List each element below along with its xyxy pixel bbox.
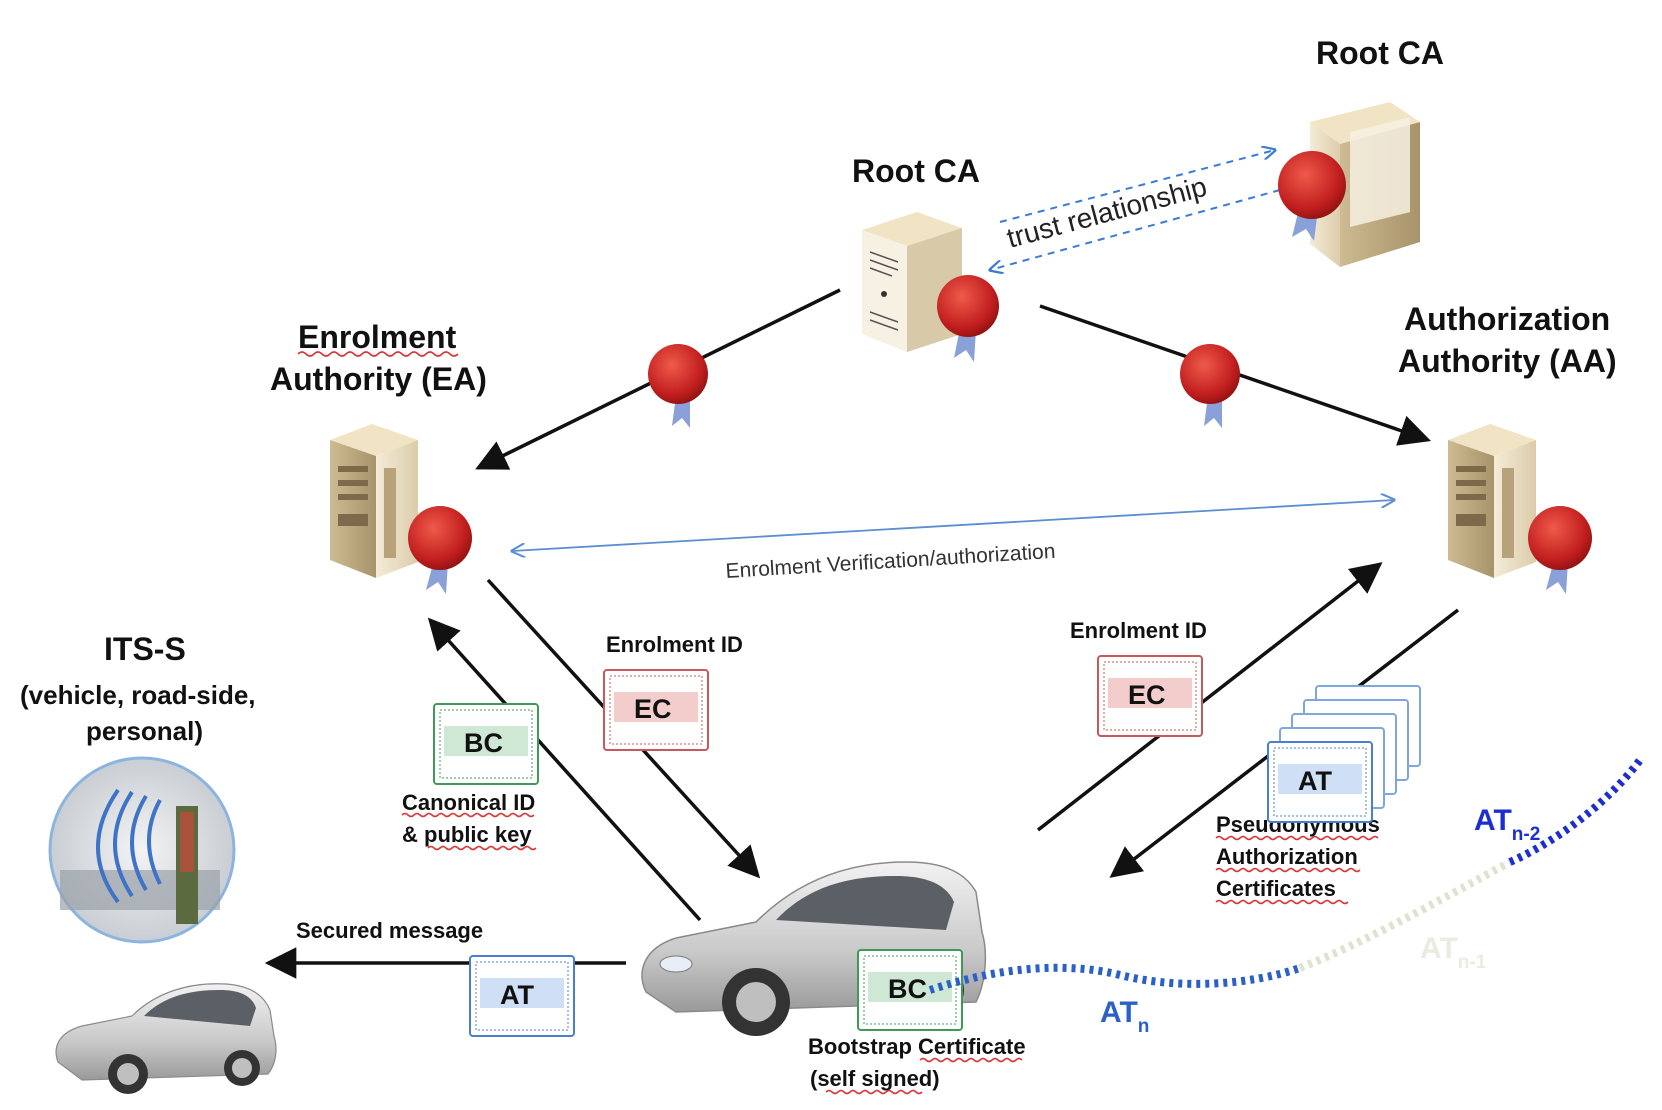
ec-certificate-left-text: EC <box>634 694 672 724</box>
trust-relationship-label: trust relationship <box>1004 171 1210 254</box>
arrow-car-to-ea <box>427 617 702 922</box>
root-ca-top-label: Root CA <box>1316 35 1444 71</box>
roadside-unit-icon <box>48 756 236 944</box>
bc-bootstrap-certificate-icon: BC <box>857 949 963 1031</box>
enrolment-id-left-label: Enrolment ID <box>606 632 743 657</box>
ea-label-line1: Enrolment <box>298 319 457 355</box>
seal-icon <box>937 275 999 362</box>
its-label-line2: (vehicle, road-side, <box>20 680 256 710</box>
root-ca-center-label: Root CA <box>852 153 980 189</box>
ec-certificate-right-text: EC <box>1128 680 1166 710</box>
arrow-trust-lower <box>990 189 1281 270</box>
secured-message-label: Secured message <box>296 918 483 943</box>
enrolment-id-right-label: Enrolment ID <box>1070 618 1207 643</box>
seal-icon <box>1528 506 1592 594</box>
seal-icon <box>648 344 708 428</box>
aa-label-line1: Authorization <box>1404 301 1610 337</box>
car-icon <box>55 983 277 1094</box>
arrow-verification <box>512 500 1394 551</box>
at-n2-label: ATn-2 <box>1474 804 1540 845</box>
at-n-label: ATn <box>1100 996 1149 1037</box>
bc-bootstrap-certificate-text: BC <box>888 974 927 1004</box>
seal-icon <box>1180 344 1240 428</box>
aa-label-line2: Authority (AA) <box>1398 343 1617 379</box>
ec-certificate-left-icon: EC <box>603 669 709 751</box>
arrow-trust-upper <box>999 150 1275 223</box>
ea-label-line2: Authority (EA) <box>270 361 487 397</box>
its-label-line1: ITS-S <box>104 631 186 667</box>
aa-server-icon <box>1448 424 1536 578</box>
at-certificate-stack-icon: AT <box>1267 685 1421 823</box>
bc-certificate-icon: BC <box>433 703 539 785</box>
arrow-car-to-aa <box>1036 562 1383 832</box>
bc-certificate-text: BC <box>464 728 503 758</box>
pseudonymous-label-line3: Certificates <box>1216 876 1336 901</box>
ea-server-icon <box>330 424 418 578</box>
enrolment-verification-label: Enrolment Verification/authorization <box>725 540 1056 583</box>
seal-icon <box>408 506 472 594</box>
at-certificate-message-icon: AT <box>469 955 575 1037</box>
canonical-label-line1: Canonical ID <box>402 790 535 815</box>
its-label-line3: personal) <box>86 716 203 746</box>
at-certificate-message-text: AT <box>500 980 534 1010</box>
at-n1-label: ATn-1 <box>1420 932 1487 973</box>
root-ca-top-server-icon <box>1310 102 1420 267</box>
bootstrap-label-line1: Bootstrap Certificate <box>808 1034 1026 1059</box>
root-ca-center-server-icon <box>862 212 962 352</box>
seal-icon <box>1278 151 1346 241</box>
pseudonymous-label-line2: Authorization <box>1216 844 1358 869</box>
canonical-label-line2: & public key <box>402 822 532 847</box>
at-certificate-stack-text: AT <box>1298 766 1332 796</box>
at-trajectory <box>928 757 1644 994</box>
ec-certificate-right-icon: EC <box>1097 655 1203 737</box>
bootstrap-label-line2: (self signed) <box>810 1066 940 1091</box>
